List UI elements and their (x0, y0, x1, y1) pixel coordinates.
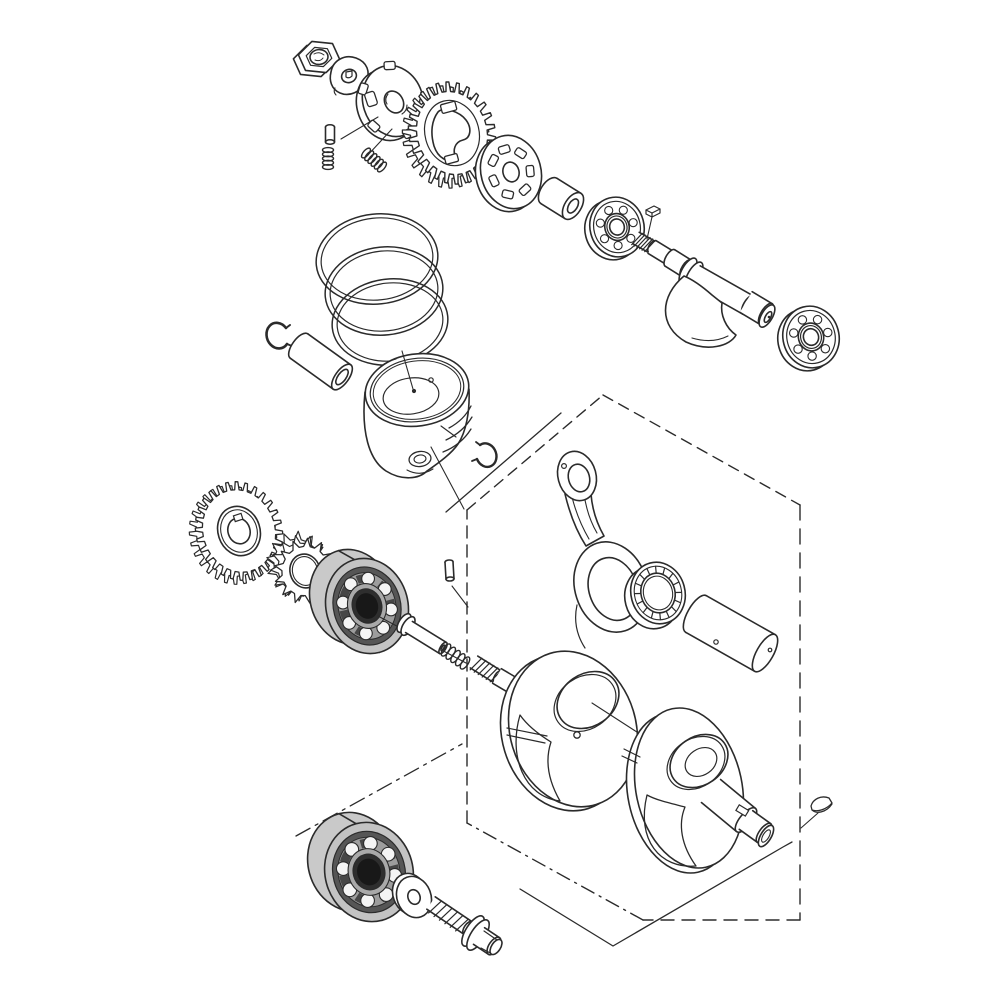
top-leaders (340, 116, 653, 240)
main-bearing-lower (306, 811, 415, 923)
oil-pump-shaft (396, 612, 448, 655)
ball-bearing-balancer (776, 305, 841, 372)
slotted-plate (474, 134, 543, 213)
balancer-driven-gear (188, 481, 284, 585)
crank-web-left (469, 650, 641, 812)
spacer-collar (537, 176, 585, 221)
crank-web-right (621, 707, 775, 874)
piston-leaders (401, 350, 465, 510)
spring-pin (324, 123, 336, 146)
big-end-bearing (623, 561, 687, 630)
bottom-axis (295, 743, 463, 837)
lock-washer (329, 56, 369, 96)
pin-spring (321, 146, 335, 171)
hex-nut (292, 40, 341, 78)
woodruff-key (800, 796, 833, 829)
ball-bearing-upper (583, 196, 646, 261)
key-small (645, 205, 661, 218)
circlip-left (265, 321, 293, 350)
dowel-pin (444, 559, 469, 608)
circlip-right (471, 441, 498, 469)
flange-bolt (426, 895, 503, 956)
piston-pin (287, 332, 354, 391)
main-bearing-left (308, 548, 410, 655)
primary-drive-gear (401, 81, 497, 189)
piston-rings (315, 213, 449, 366)
balancer-shaft (631, 231, 776, 348)
crank-pin (682, 594, 779, 673)
sheet-corners (445, 412, 793, 947)
damper-spring (360, 147, 388, 173)
piston (363, 352, 473, 479)
plain-washer (391, 872, 433, 919)
drive-spring (440, 643, 471, 670)
